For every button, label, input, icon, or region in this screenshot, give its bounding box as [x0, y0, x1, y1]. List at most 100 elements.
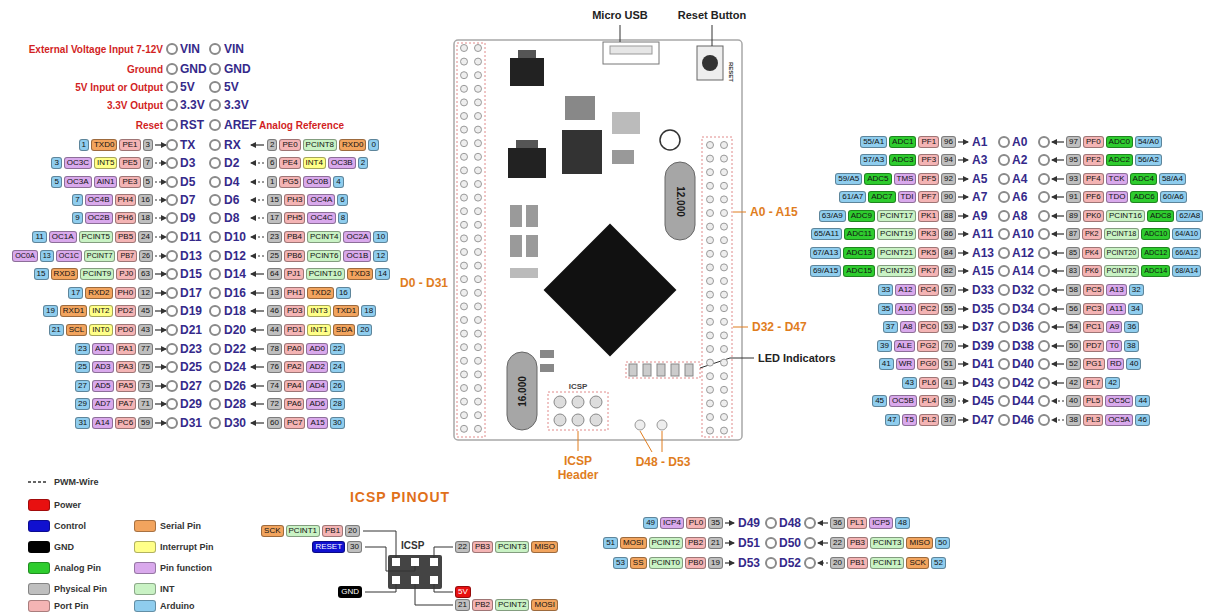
pin-chip: GND [338, 586, 362, 598]
pin-circle [210, 399, 220, 409]
pin-chip: 82 [941, 265, 956, 277]
chip-group: 53SSPCINT0PB019 [613, 557, 723, 569]
pin-chip: 35 [878, 303, 893, 315]
pin-name: A12 [1012, 246, 1034, 260]
pin-circle [999, 266, 1009, 276]
pin-circle [167, 195, 177, 205]
chip-group: 58PC5A1332 [1066, 284, 1144, 296]
pin-chip: ADC2 [1106, 154, 1133, 166]
pin-chip: PCINT1 [870, 557, 904, 569]
pin-chip: 58/A4 [1159, 173, 1186, 185]
pin-circle [210, 64, 220, 74]
pin-chip: 71 [138, 398, 153, 410]
pin-chip: 97 [1066, 136, 1081, 148]
pin-chip: PL0 [686, 517, 706, 529]
pin-arrow [1052, 159, 1064, 160]
pin-chip: 16 [138, 194, 153, 206]
led [657, 364, 665, 376]
pin-circle [1039, 229, 1049, 239]
pin-hole [721, 264, 728, 271]
pin-name: D17 [180, 286, 202, 300]
pin-hole [461, 317, 468, 324]
chip-group: 15RXD3PCINT9PJ063 [34, 268, 153, 280]
pin-chip: PCINT0 [649, 557, 683, 569]
pin-hole [461, 249, 468, 256]
silkscreen-label: ICSP [569, 382, 588, 391]
power-description: Reset [136, 120, 163, 131]
pin-name: A8 [1012, 209, 1027, 223]
pin-chip: OC4B [85, 194, 113, 206]
legend-text: GND [54, 542, 74, 552]
pin-chip: 17 [68, 287, 83, 299]
pin-arrow [251, 273, 264, 274]
pin-chip: 27 [75, 380, 90, 392]
pin-hole [475, 398, 482, 405]
pin-chip: 64 [267, 268, 282, 280]
pin-arrow [1052, 270, 1064, 271]
pin-circle [167, 232, 177, 242]
pin-chip: PB3 [847, 537, 868, 549]
pin-chip: 25 [267, 250, 282, 262]
pin-circle [999, 248, 1009, 258]
pin-name: D32 [1012, 283, 1034, 297]
pin-chip: SCL [66, 324, 88, 336]
pin-chip: 15 [267, 194, 282, 206]
pin-chip: 55/A1 [860, 136, 887, 148]
pin-arrow [958, 308, 968, 309]
legend-line-sample [28, 481, 48, 483]
chip-group: 45OC5BPL439 [872, 395, 956, 407]
pin-circle [1039, 155, 1049, 165]
pin-arrow [251, 292, 264, 293]
pin-name: A3 [972, 153, 987, 167]
chip-group: 93PF4TCKADC458/A4 [1066, 173, 1186, 185]
pin-hole [475, 45, 482, 52]
pin-chip: PC1 [1083, 321, 1105, 333]
pin-hole [461, 208, 468, 215]
pin-circle [210, 213, 220, 223]
pin-hole [721, 278, 728, 285]
pin-chip: 15 [34, 268, 49, 280]
pin-chip: SS [630, 557, 647, 569]
pin-circle [999, 229, 1009, 239]
pin-chip: PB3 [472, 541, 493, 553]
pin-name: D11 [180, 230, 201, 244]
pin-chip: RXD1 [60, 305, 87, 317]
pin-hole [461, 276, 468, 283]
pin-chip: OC2A [343, 231, 371, 243]
pin-chip: RXD0 [339, 139, 366, 151]
pin-circle [210, 381, 220, 391]
pin-name: D16 [224, 286, 246, 300]
pwm-arrow [251, 199, 264, 200]
pin-circle [167, 213, 177, 223]
pin-chip: RXD3 [51, 268, 78, 280]
wire [365, 584, 396, 592]
legend-text: INT [160, 584, 175, 594]
icsp-hole [572, 414, 584, 426]
pin-hole [461, 289, 468, 296]
pin-chip: 39 [941, 395, 956, 407]
power-description: Analog Reference [259, 120, 344, 131]
resistor-pack [510, 235, 522, 257]
pin-chip: 33 [878, 284, 893, 296]
pin-name: D49 [738, 516, 760, 530]
pin-chip: PK3 [918, 228, 939, 240]
chip-group: 29AD7PA771 [75, 398, 153, 410]
pin-chip: 7 [72, 194, 82, 206]
pin-hole [461, 303, 468, 310]
leader-line [578, 431, 579, 451]
pin-circle [1039, 341, 1049, 351]
chip-group: 89PK0PCINT16ADC862/A8 [1066, 210, 1203, 222]
pin-hole [475, 221, 482, 228]
pin-name: D2 [224, 156, 239, 170]
pin-name: D44 [1012, 394, 1034, 408]
pwm-arrow [958, 400, 968, 401]
pin-name: D39 [972, 339, 994, 353]
legend-text: Arduino [160, 601, 195, 611]
icsp-frame [548, 392, 608, 430]
pin-chip: AD0 [306, 343, 328, 355]
pin-circle [167, 120, 177, 130]
pin-chip: PB7 [117, 250, 137, 262]
pin-chip: PCINT22 [1104, 265, 1140, 277]
pin-circle [766, 558, 776, 568]
pin-name: D50 [779, 536, 801, 550]
